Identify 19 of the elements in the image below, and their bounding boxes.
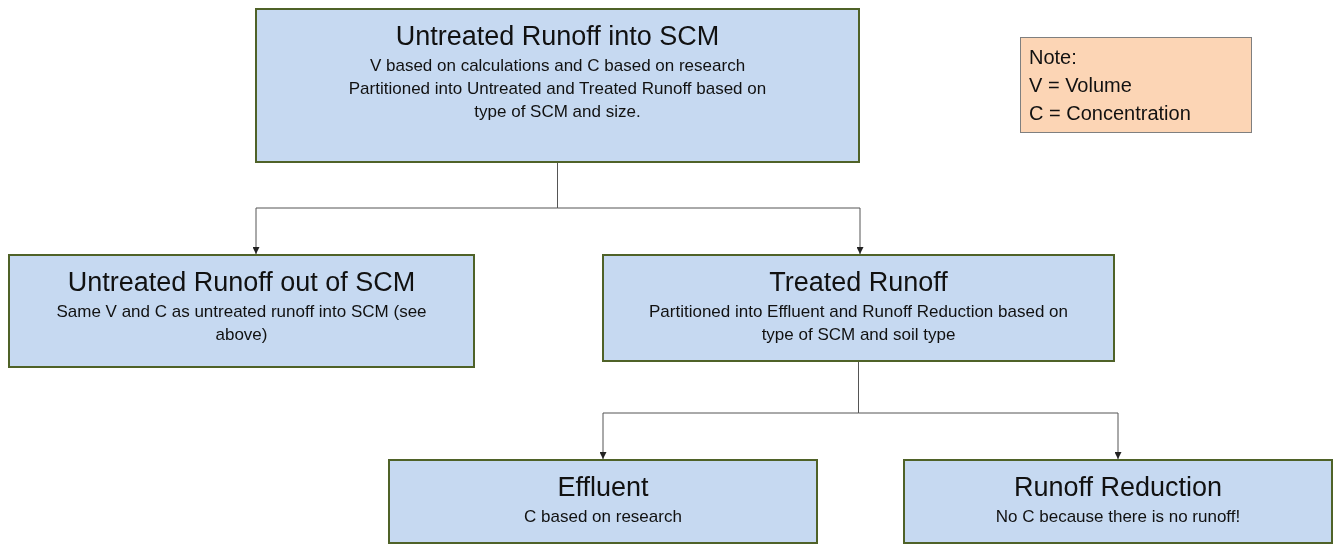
note-text: Note: [1029, 45, 1077, 70]
process-box [255, 8, 860, 163]
box-title: Treated Runoff [769, 266, 948, 299]
process-box [8, 254, 475, 368]
box-description: Same V and C as untreated runoff into SCM (see above) [55, 301, 428, 346]
process-box [903, 459, 1333, 544]
box-title: Runoff Reduction [1013, 471, 1223, 504]
box-description: V based on calculations and C based on research Partitioned into Untreated and Treated Runoff based on type of SCM and size. [347, 55, 768, 123]
note-box [1020, 37, 1252, 133]
process-box [388, 459, 818, 544]
box-description: C based on research [524, 506, 682, 528]
box-title: Effluent [557, 471, 649, 504]
note-text: C = Concentration [1029, 101, 1191, 126]
box-description: No C because there is no runoff! [995, 506, 1241, 528]
box-title: Untreated Runoff into SCM [395, 20, 720, 53]
box-title: Untreated Runoff out of SCM [67, 266, 416, 299]
process-box [602, 254, 1115, 362]
note-text: V = Volume [1029, 73, 1132, 98]
box-description: Partitioned into Effluent and Runoff Reduction based on type of SCM and soil type [648, 301, 1069, 346]
